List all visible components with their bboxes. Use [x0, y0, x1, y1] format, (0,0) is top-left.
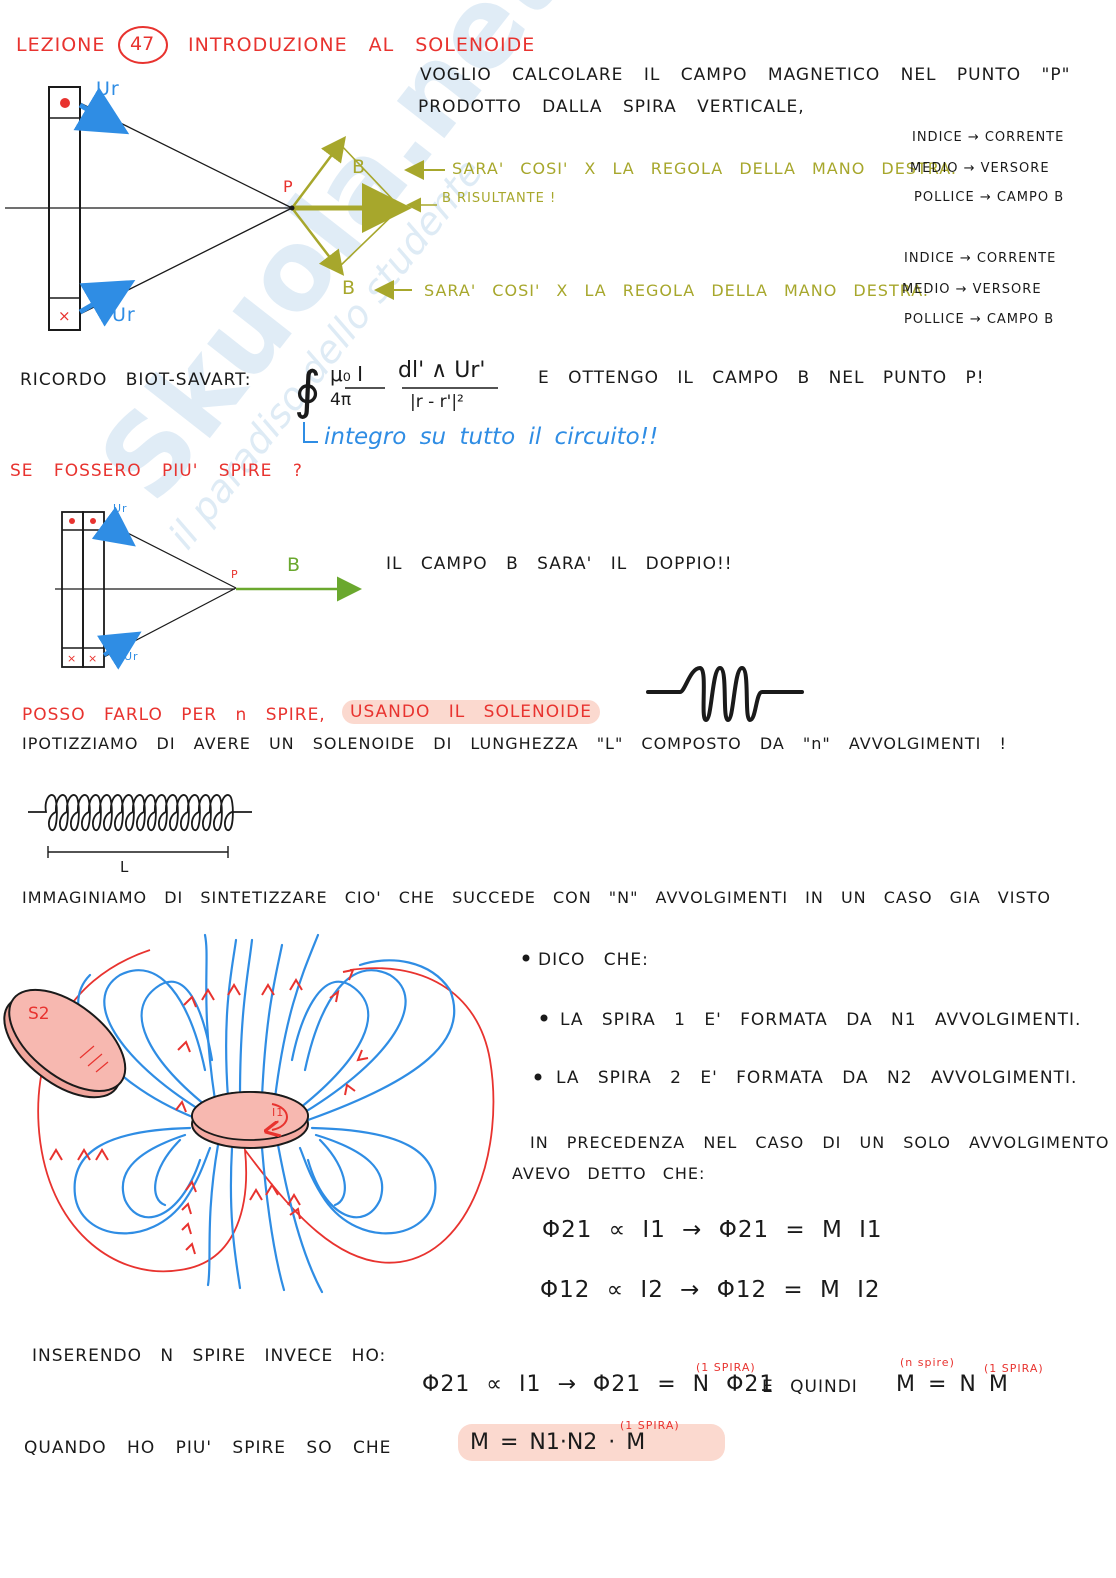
- lesson-number-circle: [118, 26, 168, 64]
- inserendo-line: INSERENDO N SPIRE INVECE HO:: [32, 1346, 387, 1366]
- right-hand-rule-bottom: SARA' COSI' X LA REGOLA DELLA MANO DESTR…: [424, 281, 929, 300]
- s2-label: S2: [28, 1004, 50, 1024]
- point-p-label: P: [283, 177, 294, 196]
- dico-che: DICO CHE:: [538, 950, 649, 970]
- sup-n-spire: (n spire): [900, 1356, 955, 1369]
- legend-bottom-2: MEDIO → VERSORE: [902, 282, 1042, 297]
- b-vector-top: [291, 136, 346, 209]
- biot-savart-label: RICORDO BIOT-SAVART:: [20, 370, 252, 390]
- mutual-induction-formula-1: Φ21 ∝ I1 → Φ21 = M I1: [542, 1217, 883, 1243]
- n-loops-line: POSSO FARLO PER n SPIRE,: [22, 705, 326, 725]
- coil-path: [28, 794, 252, 831]
- synthesize-line: IMMAGINIAMO DI SINTETIZZARE CIO' CHE SUC…: [22, 888, 1051, 907]
- final-formula: M = N1·N2 · M: [458, 1424, 726, 1461]
- quindi-label: E QUINDI: [762, 1377, 858, 1397]
- bullet-spira-2: LA SPIRA 2 E' FORMATA DA N2 AVVOLGIMENTI…: [556, 1068, 1078, 1088]
- solenoid-hypothesis: IPOTIZZIAMO DI AVERE UN SOLENOIDE DI LUN…: [22, 734, 1007, 753]
- ur-label-bottom: Ur: [112, 304, 136, 326]
- sup-1-spira: (1 SPIRA): [696, 1361, 756, 1374]
- biot-fraction-numerator: dl' ∧ Ur': [398, 358, 486, 383]
- more-loops-question: SE FOSSERO PIU' SPIRE ?: [10, 461, 303, 481]
- lesson-title: INTRODUZIONE AL SOLENOIDE: [188, 34, 536, 56]
- legend-bottom-3: POLLICE → CAMPO B: [904, 312, 1055, 327]
- integral-note-arrow: [303, 422, 318, 443]
- point-p-label-2: P: [231, 568, 239, 581]
- legend-top-3: POLLICE → CAMPO B: [914, 190, 1065, 205]
- intro-line-2: PRODOTTO DALLA SPIRA VERTICALE,: [418, 97, 805, 117]
- lesson-number: 47: [130, 33, 155, 55]
- ur-label-top: Ur: [96, 78, 120, 100]
- magnetic-field-diagram: [3, 933, 495, 1294]
- legend-top-2: MEDIO → VERSORE: [910, 161, 1050, 176]
- legend-top-1: INDICE → CORRENTE: [912, 130, 1065, 145]
- b-label-double: B: [287, 554, 302, 576]
- biot-fraction-denominator: |r - r'|²: [410, 392, 464, 412]
- ur-arrow-bottom: [78, 279, 136, 327]
- lesson-label: LEZIONE: [16, 34, 106, 56]
- b-label-bottom: B: [342, 277, 357, 299]
- intro-line-1: VOGLIO CALCOLARE IL CAMPO MAGNETICO NEL …: [420, 65, 1071, 85]
- right-hand-rule-top: SARA' COSI' X LA REGOLA DELLA MANO DESTR…: [452, 159, 957, 178]
- i1-label: I1: [272, 1106, 285, 1119]
- b-resultant-label: B RISULTANTE !: [442, 191, 557, 206]
- mutual-induction-formula-2: Φ12 ∝ I2 → Φ12 = M I2: [540, 1277, 881, 1303]
- ur-label-2-bottom: Ur: [124, 650, 139, 663]
- biot-result: E OTTENGO IL CAMPO B NEL PUNTO P!: [538, 368, 985, 388]
- length-label: L: [120, 858, 130, 876]
- n-loops-flux-formula: Φ21 ∝ I1 → Φ21 = N Φ21: [422, 1372, 775, 1397]
- integral-symbol: ∮: [294, 361, 321, 421]
- solenoid-highlight: USANDO IL SOLENOIDE: [342, 700, 600, 724]
- loop-diagram-1: ×: [5, 86, 445, 331]
- svg-text:×: ×: [67, 652, 76, 665]
- b-vector-bottom: [291, 207, 345, 276]
- legend-bottom-1: INDICE → CORRENTE: [904, 251, 1057, 266]
- precedenza-line-2: AVEVO DETTO CHE:: [512, 1164, 706, 1183]
- integral-note: integro su tutto il circuito!!: [324, 424, 659, 450]
- quando-line: QUANDO HO PIU' SPIRE SO CHE: [24, 1438, 392, 1458]
- precedenza-line-1: IN PRECEDENZA NEL CASO DI UN SOLO AVVOLG…: [530, 1133, 1110, 1152]
- current-in-cross: ×: [58, 307, 71, 325]
- m-n-formula: M = N M: [896, 1372, 1008, 1397]
- ur-arrow-top: [73, 87, 130, 135]
- solenoid-coil-drawing: [28, 794, 252, 831]
- biot-formula-denominator: 4π: [330, 390, 352, 410]
- loop-diagram-2: × ×: [55, 506, 362, 670]
- svg-text:×: ×: [88, 652, 97, 665]
- sup-1-spira-b: (1 SPIRA): [984, 1362, 1044, 1375]
- biot-formula-numerator: μ₀ I: [330, 362, 363, 386]
- current-out-dot: [60, 98, 70, 108]
- ur-label-2-top: Ur: [113, 502, 128, 515]
- sup-final-1-spira: (1 SPIRA): [620, 1419, 680, 1432]
- double-field-result: IL CAMPO B SARA' IL DOPPIO!!: [386, 554, 733, 574]
- solenoid-symbol: [646, 665, 804, 723]
- bullet-spira-1: LA SPIRA 1 E' FORMATA DA N1 AVVOLGIMENTI…: [560, 1010, 1082, 1030]
- b-label-top: B: [352, 156, 367, 178]
